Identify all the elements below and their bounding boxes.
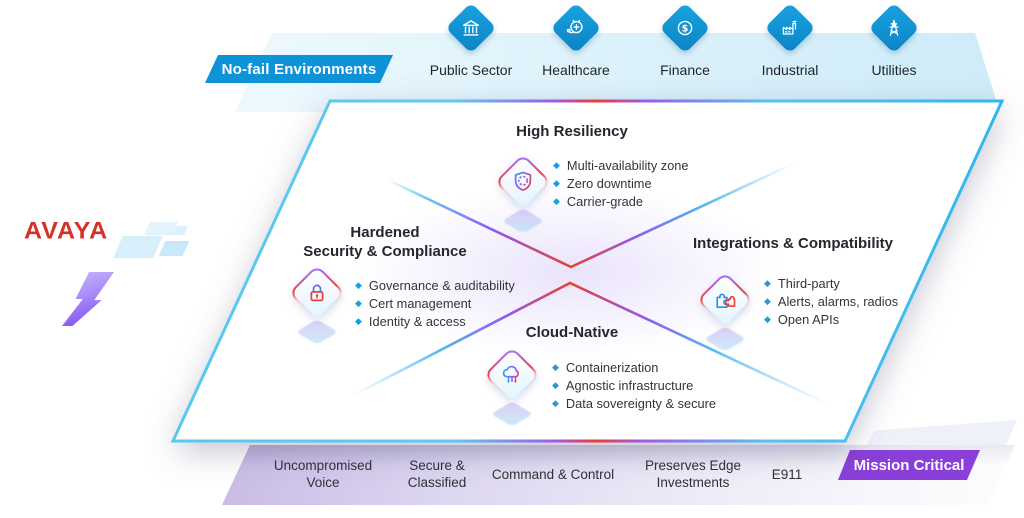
bullet-item: ◆Third-party xyxy=(764,275,840,291)
hardened-security-icon-block xyxy=(288,264,346,345)
avaya-logo: AVAYA xyxy=(24,217,109,245)
mission-critical-label: Mission Critical xyxy=(838,450,980,480)
industry-industrial: Industrial xyxy=(725,2,855,78)
quadrant-title-integrations: Integrations & Compatibility xyxy=(643,234,943,253)
industry-label: Finance xyxy=(660,62,710,78)
bullet-item: ◆Carrier-grade xyxy=(553,193,644,209)
industry-diamond xyxy=(764,2,816,54)
bullet-diamond-icon: ◆ xyxy=(355,297,362,308)
diamond-shadow xyxy=(490,401,534,427)
diamond-shadow xyxy=(295,319,339,345)
title-line: Security & Compliance xyxy=(303,243,467,260)
cloud-circuit-icon xyxy=(502,365,519,383)
lightning-bolt-shape xyxy=(62,272,114,326)
industry-label: Utilities xyxy=(871,62,917,78)
industry-diamond xyxy=(868,2,920,54)
industry-utilities: Utilities xyxy=(829,2,959,78)
bullet-item: ◆Data sovereignty & secure xyxy=(552,395,717,411)
no-fail-environments-label: No-fail Environments xyxy=(205,55,393,83)
stethoscope-icon xyxy=(566,19,583,34)
industry-label: Industrial xyxy=(761,62,819,78)
bullet-item: ◆Zero downtime xyxy=(553,175,652,191)
finance-dollar-icon: $ xyxy=(677,20,693,36)
high-resiliency-icon-block xyxy=(494,153,552,234)
decorative-parallelogram xyxy=(113,236,163,258)
lock-icon xyxy=(310,284,324,302)
bullet-item: ◆Agnostic infrastructure xyxy=(552,377,694,393)
mission-item: Preserves Edge Investments xyxy=(644,458,742,490)
bullet-diamond-icon: ◆ xyxy=(553,177,560,188)
mission-item: Secure & Classified xyxy=(407,458,467,490)
industry-label: Public Sector xyxy=(429,62,513,78)
high-resiliency-bullets: ◆Multi-availability zone ◆Zero downtime … xyxy=(553,156,689,210)
bullet-item: ◆Governance & auditability xyxy=(355,277,515,293)
bullet-item: ◆Identity & access xyxy=(355,313,466,329)
title-line: High Resiliency xyxy=(516,123,628,140)
cloud-native-icon-block xyxy=(483,346,541,427)
bullet-diamond-icon: ◆ xyxy=(553,159,560,170)
industry-diamond: $ xyxy=(659,2,711,54)
quadrant-title-high-resiliency: High Resiliency xyxy=(422,122,722,141)
shield-check-icon xyxy=(514,171,532,191)
factory-icon xyxy=(782,20,797,35)
industry-finance: $ Finance xyxy=(620,2,750,78)
hardened-security-bullets: ◆Governance & auditability ◆Cert managem… xyxy=(355,276,515,330)
bullet-diamond-icon: ◆ xyxy=(355,315,362,326)
bullet-item: ◆Containerization xyxy=(552,359,659,375)
mission-item: Command & Control xyxy=(491,466,615,482)
industry-healthcare: Healthcare xyxy=(511,2,641,78)
industry-public-sector: Public Sector xyxy=(406,2,536,78)
bullet-diamond-icon: ◆ xyxy=(552,361,559,372)
cloud-native-bullets: ◆Containerization ◆Agnostic infrastructu… xyxy=(552,358,716,412)
bullet-item: ◆Multi-availability zone xyxy=(553,157,689,173)
bullet-item: ◆Open APIs xyxy=(764,311,840,327)
svg-text:$: $ xyxy=(682,23,689,34)
puzzle-icon xyxy=(716,293,736,308)
integrations-bullets: ◆Third-party ◆Alerts, alarms, radios ◆Op… xyxy=(764,274,898,328)
title-line: Hardened xyxy=(350,224,420,241)
bullet-item: ◆Alerts, alarms, radios xyxy=(764,293,899,309)
industry-diamond xyxy=(445,2,497,54)
bullet-diamond-icon: ◆ xyxy=(764,295,771,306)
quadrant-title-hardened-security: Hardened Security & Compliance xyxy=(235,223,535,261)
power-tower-icon xyxy=(889,19,899,36)
title-line: Cloud-Native xyxy=(525,324,619,341)
integrations-icon-block xyxy=(696,271,754,352)
quadrant-title-cloud-native: Cloud-Native xyxy=(422,323,722,342)
title-line: Integrations & Compatibility xyxy=(692,235,893,252)
bullet-diamond-icon: ◆ xyxy=(552,397,559,408)
industry-diamond xyxy=(550,2,602,54)
bullet-item: ◆Cert management xyxy=(355,295,472,311)
bullet-diamond-icon: ◆ xyxy=(764,277,771,288)
bullet-diamond-icon: ◆ xyxy=(553,195,560,206)
decorative-parallelogram xyxy=(171,226,189,235)
mission-item: Uncompromised Voice xyxy=(273,458,373,490)
bullet-diamond-icon: ◆ xyxy=(552,379,559,390)
mission-item: E911 xyxy=(771,466,803,482)
decorative-parallelogram xyxy=(158,241,190,256)
bullet-diamond-icon: ◆ xyxy=(355,279,362,290)
bullet-diamond-icon: ◆ xyxy=(764,313,771,324)
industry-label: Healthcare xyxy=(542,62,610,78)
bank-icon xyxy=(462,20,480,36)
